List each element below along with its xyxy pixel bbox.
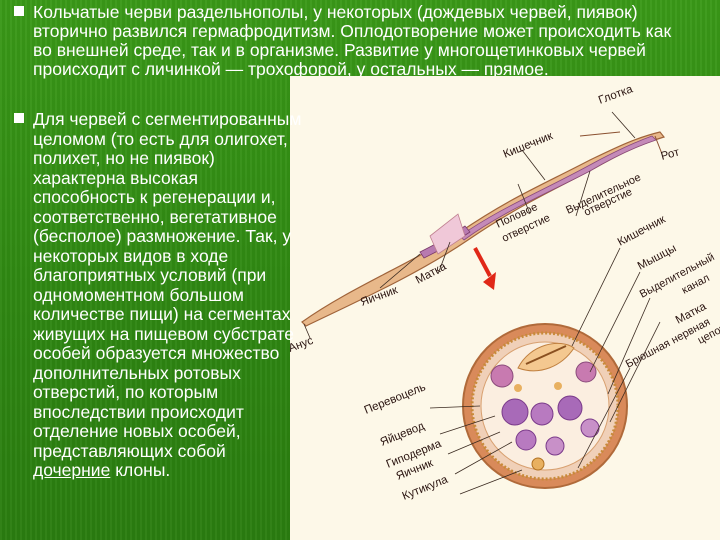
- link-docherne[interactable]: дочерние: [33, 460, 111, 480]
- paragraph-top: Кольчатые черви раздельнополы, у некотор…: [33, 2, 672, 79]
- roundworm-anatomy-figure: Глотка Кишечник Рот Выделительное отверс…: [290, 76, 720, 540]
- bullet-marker: [14, 113, 24, 123]
- section-leader-lines: [429, 247, 661, 495]
- paragraph-left-text: Для червей с сегментированным целомом (т…: [33, 109, 302, 461]
- bullet-marker: [14, 6, 24, 16]
- paragraph-left-end: клоны.: [110, 460, 171, 480]
- paragraph-left: Для червей с сегментированным целомом (т…: [33, 109, 303, 481]
- leader-lines: [303, 111, 636, 339]
- cross-section: [462, 323, 628, 489]
- arrow-icon: [473, 247, 496, 290]
- label-rot: Рот: [660, 146, 682, 163]
